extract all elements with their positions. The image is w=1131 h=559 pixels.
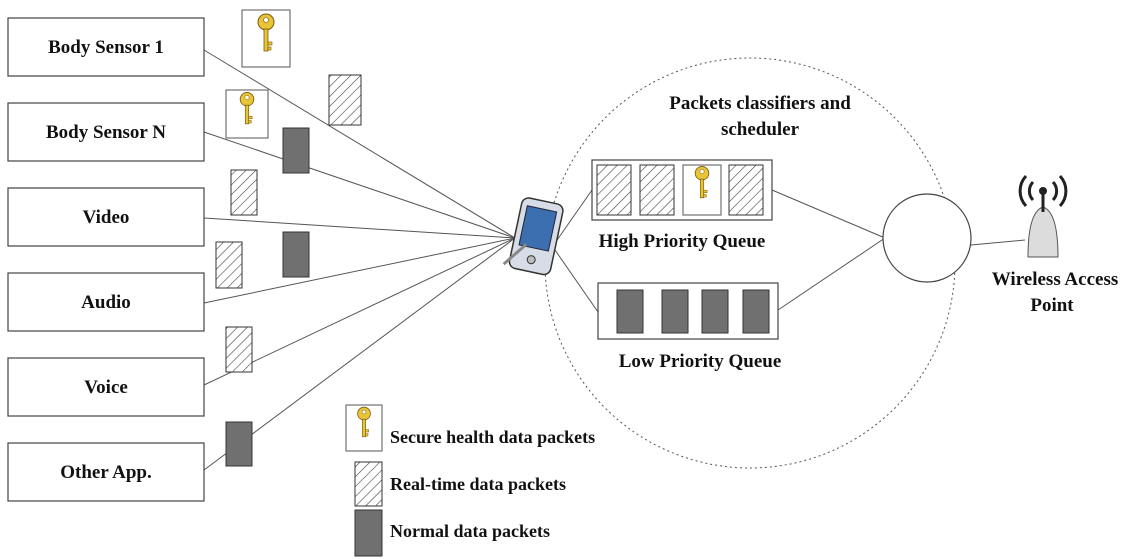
realtime-packet	[215, 241, 243, 289]
classifier-title-line2: scheduler	[721, 119, 800, 140]
access-point-label-line2: Point	[1030, 295, 1074, 316]
realtime-packet	[354, 461, 383, 507]
source-box-body-sensor-n: Body Sensor N	[7, 102, 205, 162]
key-icon	[682, 164, 722, 216]
normal-packet	[616, 289, 644, 334]
source-box-other-app: Other App.	[7, 442, 205, 502]
realtime-packet	[328, 74, 362, 126]
link-to-low-queue	[554, 249, 599, 313]
access-point-label-line1: Wireless Access	[992, 269, 1118, 290]
source-label: Audio	[81, 292, 131, 313]
normal-packet	[282, 231, 310, 278]
realtime-packet	[728, 164, 764, 216]
link-other-app	[203, 237, 516, 471]
link-packets	[215, 9, 362, 467]
source-label: Body Sensor 1	[48, 37, 164, 58]
normal-packet	[354, 509, 383, 557]
link-video	[203, 217, 516, 239]
source-links	[203, 49, 516, 471]
normal-packet	[701, 289, 729, 334]
source-box-video: Video	[7, 187, 205, 247]
link-to-high-queue	[554, 189, 593, 244]
high-priority-queue-label: High Priority Queue	[599, 231, 766, 252]
source-box-voice: Voice	[7, 357, 205, 417]
source-label: Body Sensor N	[46, 122, 166, 143]
low-priority-queue-label: Low Priority Queue	[619, 351, 782, 372]
legend-secure-text: Secure health data packets	[390, 427, 595, 447]
high-priority-queue	[591, 159, 773, 221]
normal-packet	[742, 289, 770, 334]
normal-packet	[225, 421, 253, 467]
link-high-to-scheduler	[771, 189, 886, 239]
link-voice	[203, 237, 516, 386]
link-to-access-point	[970, 239, 1026, 246]
legend-realtime-text: Real-time data packets	[390, 474, 566, 494]
source-box-audio: Audio	[7, 272, 205, 332]
pda-icon	[502, 197, 564, 276]
source-label: Video	[83, 207, 130, 228]
realtime-packet	[596, 164, 632, 216]
source-label: Other App.	[60, 462, 152, 483]
realtime-packet	[230, 169, 258, 216]
antenna-icon	[1018, 174, 1068, 258]
normal-packet	[661, 289, 689, 334]
link-body-sensor-n	[203, 131, 516, 239]
key-icon	[241, 9, 291, 68]
key-icon	[345, 404, 383, 452]
legend-realtime: Real-time data packets	[354, 461, 566, 507]
link-audio	[203, 237, 516, 304]
source-label: Voice	[84, 377, 128, 398]
scheduler-circle	[882, 193, 972, 283]
legend-normal: Normal data packets	[354, 509, 550, 557]
normal-packet	[282, 127, 310, 174]
legend: Secure health data packets Real-time dat…	[345, 404, 595, 557]
link-low-to-scheduler	[777, 237, 886, 311]
legend-normal-text: Normal data packets	[390, 521, 550, 541]
key-icon	[225, 89, 269, 139]
classifier-title-line1: Packets classifiers and	[669, 93, 851, 114]
realtime-packet	[225, 326, 253, 373]
link-body-sensor-1	[203, 49, 516, 239]
source-box-body-sensor-1: Body Sensor 1	[7, 17, 205, 77]
realtime-packet	[639, 164, 675, 216]
legend-secure: Secure health data packets	[345, 404, 595, 452]
low-priority-queue	[597, 282, 779, 340]
